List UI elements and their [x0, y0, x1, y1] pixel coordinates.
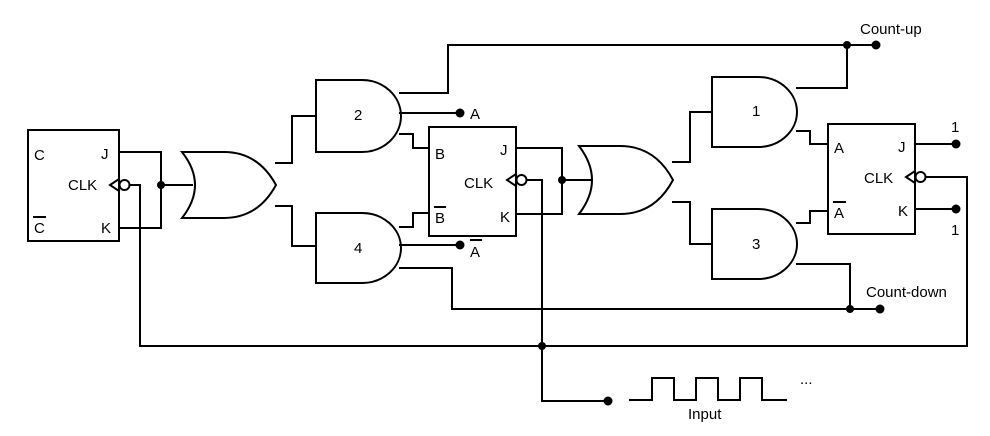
wire-ff-b-clock-input: [526, 179, 609, 402]
wire-or-left-to-and2: [275, 115, 317, 164]
wire-and4-to-ff-b-bbar: [399, 212, 430, 228]
junction-dots: [157, 40, 961, 406]
input-pulse-waveform: [629, 377, 787, 401]
count-up-terminal: [871, 40, 881, 50]
ff-a-clock-triangle: [904, 169, 917, 185]
output-a-label: A: [470, 106, 480, 123]
output-abar-label: A: [470, 244, 480, 261]
flipflop-b-box: [428, 126, 517, 237]
ff-c-clk-label: CLK: [68, 177, 97, 194]
wire-and3-count-down: [796, 263, 851, 310]
and-gate-1-body: [711, 76, 798, 148]
wire-clock-bus: [139, 176, 968, 347]
junction-dot: [843, 41, 851, 49]
ff-b-k-label: K: [500, 209, 510, 226]
wire-and1-count-up: [796, 44, 848, 89]
ff-a-input-label: A: [834, 140, 844, 157]
wire-and2-to-ff-b-b: [399, 133, 430, 149]
ff-c-bar-output-label: C: [34, 220, 45, 237]
input-terminal: [603, 396, 613, 406]
count-up-label: Count-up: [860, 21, 922, 38]
wire-and3-to-ff-a-abar: [796, 210, 829, 224]
wiring: [118, 44, 968, 402]
ff-a-j-value: 1: [951, 119, 959, 136]
and-gate-4: 4: [315, 212, 402, 284]
input-ellipsis: ...: [800, 371, 813, 388]
and-gate-3: 3: [711, 208, 798, 280]
output-a-terminal: [455, 108, 465, 118]
flipflop-b: B B J K CLK: [428, 126, 528, 237]
wire-and4-count-down: [399, 267, 881, 310]
ff-a-clk-label: CLK: [864, 170, 893, 187]
count-down-terminal: [875, 304, 885, 314]
input-label: Input: [688, 406, 722, 423]
ff-a-bar-input-label: A: [834, 205, 844, 222]
ff-c-j-label: J: [101, 146, 109, 163]
count-down-label: Count-down: [866, 284, 947, 301]
ff-a-k-terminal: [951, 204, 961, 214]
ff-a-k-value: 1: [951, 222, 959, 239]
ff-a-k-label: K: [898, 203, 908, 220]
ff-a-j-label: J: [898, 139, 906, 156]
and-gate-4-body: [315, 212, 402, 284]
junction-dot: [558, 176, 566, 184]
and-gate-4-number: 4: [354, 240, 362, 257]
wire-or-right-to-and1: [672, 111, 713, 163]
and-gate-3-body: [711, 208, 798, 280]
or-gate-left: [179, 151, 278, 219]
ff-b-j-label: J: [500, 142, 508, 159]
junction-dot: [157, 181, 165, 189]
ff-b-clk-label: CLK: [464, 175, 493, 192]
wire-and1-to-ff-a-a: [796, 130, 829, 145]
flipflop-c-box: [27, 129, 120, 242]
wire-or-right-to-and3: [672, 201, 713, 245]
ff-b-clock-bubble: [515, 174, 528, 186]
wire-or-left-to-and4: [275, 205, 317, 247]
or-gate-right: [576, 145, 675, 215]
and-gate-3-number: 3: [752, 236, 760, 253]
junction-dot: [846, 305, 854, 313]
flipflop-a-box: [827, 123, 916, 235]
junction-dot: [538, 342, 546, 350]
and-gate-2-number: 2: [354, 107, 362, 124]
wire-ff-c-clock: [129, 184, 141, 347]
output-abar-terminal: [455, 240, 465, 250]
ff-a-clock-bubble: [914, 171, 927, 183]
ff-c-output-label: C: [34, 147, 45, 164]
ff-a-j-terminal: [951, 139, 961, 149]
ff-c-k-label: K: [101, 220, 111, 237]
flipflop-a: A A J K CLK: [827, 123, 927, 235]
and-gate-1-number: 1: [752, 103, 760, 120]
and-gate-2: 2: [315, 79, 402, 153]
ff-c-clock-triangle: [108, 177, 121, 193]
flipflop-c: C C J K CLK: [27, 129, 131, 242]
and-gate-2-body: [315, 79, 402, 153]
wire-and2-count-up: [399, 44, 848, 94]
ff-b-clock-triangle: [505, 172, 518, 188]
and-gate-1: 1: [711, 76, 798, 148]
ff-b-bar-input-label: B: [435, 210, 445, 227]
ff-b-input-label: B: [435, 146, 445, 163]
ff-c-clock-bubble: [118, 179, 131, 191]
